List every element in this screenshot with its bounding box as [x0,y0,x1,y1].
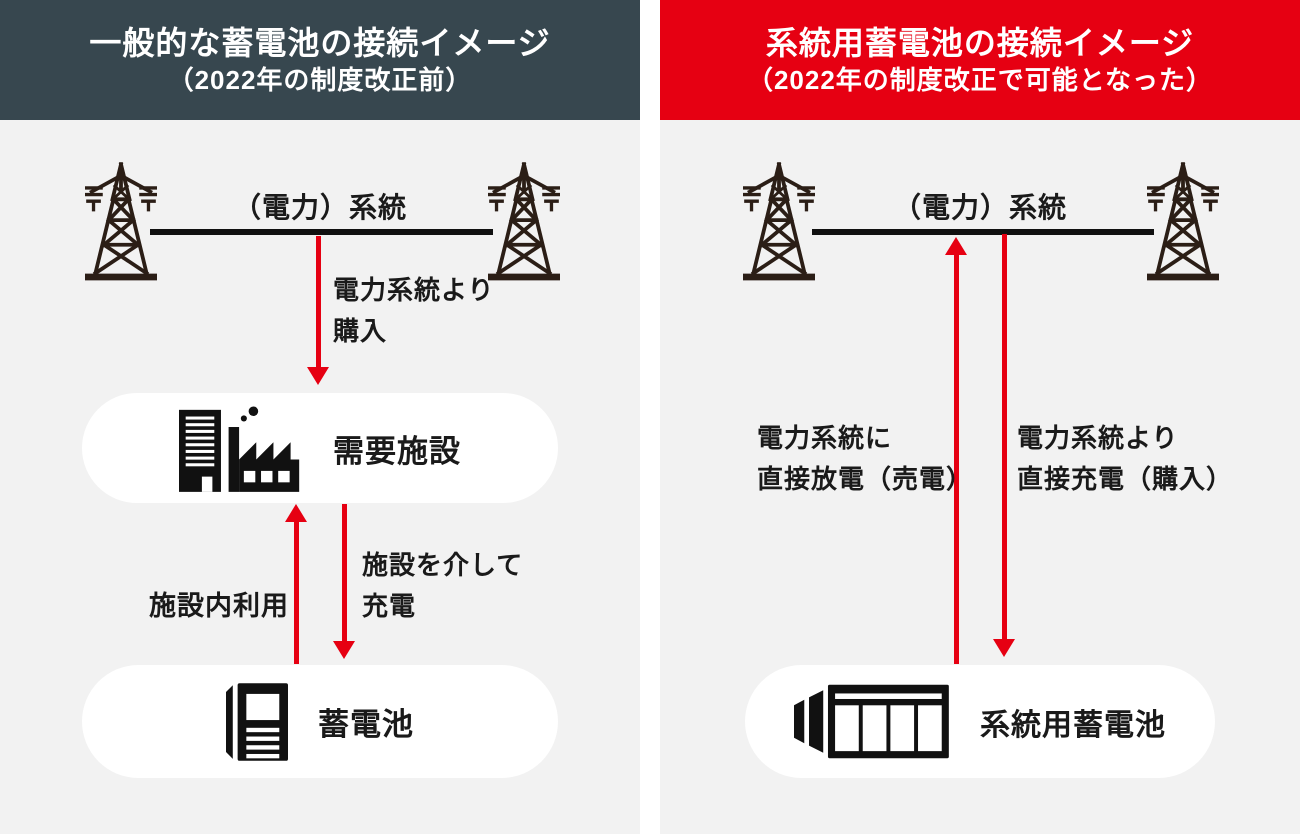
panel-before-reform: 一般的な蓄電池の接続イメージ （2022年の制度改正前） （電力）系統 電力系統… [0,0,640,834]
arrow-down-purchase-icon [307,236,329,385]
charge-via-label-line2: 充電 [362,591,417,621]
arrow-shaft [1001,234,1007,642]
direct-discharge-line1: 電力系統に [757,423,893,453]
arrow-head [307,367,329,385]
direct-charge-label: 電力系統より 直接充電（購入） [1017,418,1233,500]
direct-charge-line1: 電力系統より [1017,423,1179,453]
arrow-head [333,641,355,659]
panel-before-title: 一般的な蓄電池の接続イメージ [89,25,551,61]
panel-after-reform: 系統用蓄電池の接続イメージ （2022年の制度改正で可能となった） （電力）系統… [660,0,1300,834]
panel-before-subtitle: （2022年の制度改正前） [167,65,473,95]
direct-charge-line2: 直接充電（購入） [1017,464,1234,494]
storage-battery-node: 蓄電池 [82,665,558,778]
arrow-shaft [293,519,299,664]
arrow-head [945,237,967,255]
arrow-up-discharge-icon [945,237,967,664]
panel-after-header: 系統用蓄電池の接続イメージ （2022年の制度改正で可能となった） [660,0,1300,120]
panel-before-header: 一般的な蓄電池の接続イメージ （2022年の制度改正前） [0,0,640,120]
power-grid-line [150,229,493,235]
direct-discharge-label: 電力系統に 直接放電（売電） [757,418,973,500]
direct-discharge-line2: 直接放電（売電） [757,464,974,494]
grid-label: （電力）系統 [232,192,407,223]
grid-label: （電力）系統 [892,192,1067,223]
grid-battery-label: 系統用蓄電池 [980,708,1166,742]
panel-after-title: 系統用蓄電池の接続イメージ [765,25,1195,61]
panel-after-subtitle: （2022年の制度改正で可能となった） [746,65,1214,95]
grid-battery-node: 系統用蓄電池 [745,665,1215,778]
onsite-use-label: 施設内利用 [149,591,289,621]
arrow-head [993,639,1015,657]
arrow-shaft [341,504,347,644]
purchase-label-line2: 購入 [333,316,388,346]
grid-battery-container-icon [794,684,949,759]
demand-facility-node: 需要施設 [82,393,558,503]
arrow-down-charge-icon [333,504,355,659]
power-grid-line [812,229,1154,235]
arrow-up-use-icon [285,504,307,664]
arrow-down-charge-icon [993,234,1015,657]
storage-battery-label: 蓄電池 [318,707,414,742]
arrow-shaft [953,252,959,664]
charge-via-facility-label: 施設を介して 充電 [362,545,523,627]
purchase-label: 電力系統より 購入 [333,270,494,352]
arrow-shaft [315,236,321,370]
home-battery-icon [226,682,288,761]
building-factory-icon [179,406,300,492]
demand-facility-label: 需要施設 [333,433,461,469]
charge-via-label-line1: 施設を介して [362,550,524,580]
purchase-label-line1: 電力系統より [333,275,495,305]
arrow-head [285,504,307,522]
